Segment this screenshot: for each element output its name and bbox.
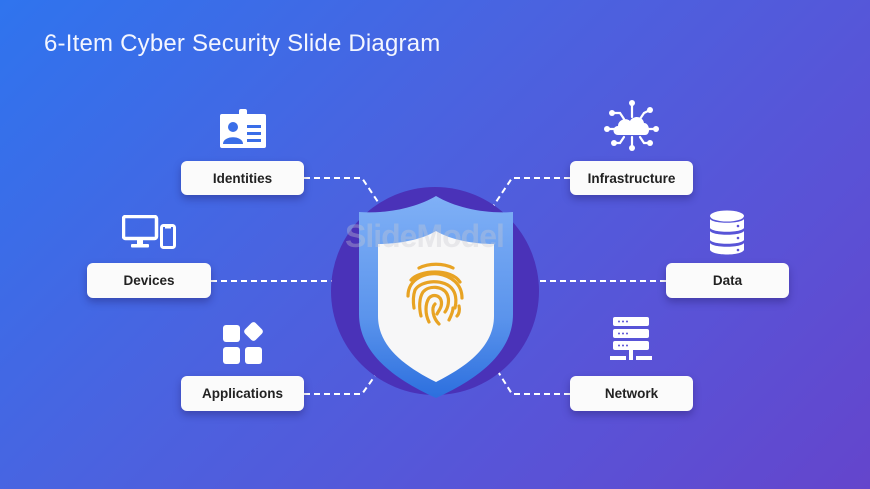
node-network[interactable]: Network	[570, 376, 693, 411]
node-label: Network	[604, 386, 659, 401]
server-network-icon	[610, 317, 652, 360]
desktop-phone-icon	[122, 215, 176, 249]
cloud-network-icon	[604, 100, 659, 151]
slide-title: 6-Item Cyber Security Slide Diagram	[44, 30, 441, 57]
node-applications[interactable]: Applications	[181, 376, 304, 411]
node-label: Applications	[201, 386, 283, 401]
fingerprint-icon	[406, 262, 464, 326]
connector-identities	[304, 177, 383, 209]
database-icon	[710, 210, 744, 255]
node-identities[interactable]: Identities	[181, 161, 304, 195]
node-infrastructure[interactable]: Infrastructure	[570, 161, 693, 195]
node-label: Infrastructure	[587, 170, 676, 186]
apps-grid-icon	[223, 322, 263, 364]
connector-infrastructure	[491, 177, 570, 209]
node-label: Data	[712, 273, 743, 288]
node-data[interactable]: Data	[666, 263, 789, 298]
watermark: SlideModel	[345, 218, 505, 254]
id-badge-icon	[220, 109, 266, 148]
node-label: Identities	[212, 170, 273, 186]
node-label: Devices	[123, 273, 175, 288]
node-devices[interactable]: Devices	[87, 263, 211, 298]
